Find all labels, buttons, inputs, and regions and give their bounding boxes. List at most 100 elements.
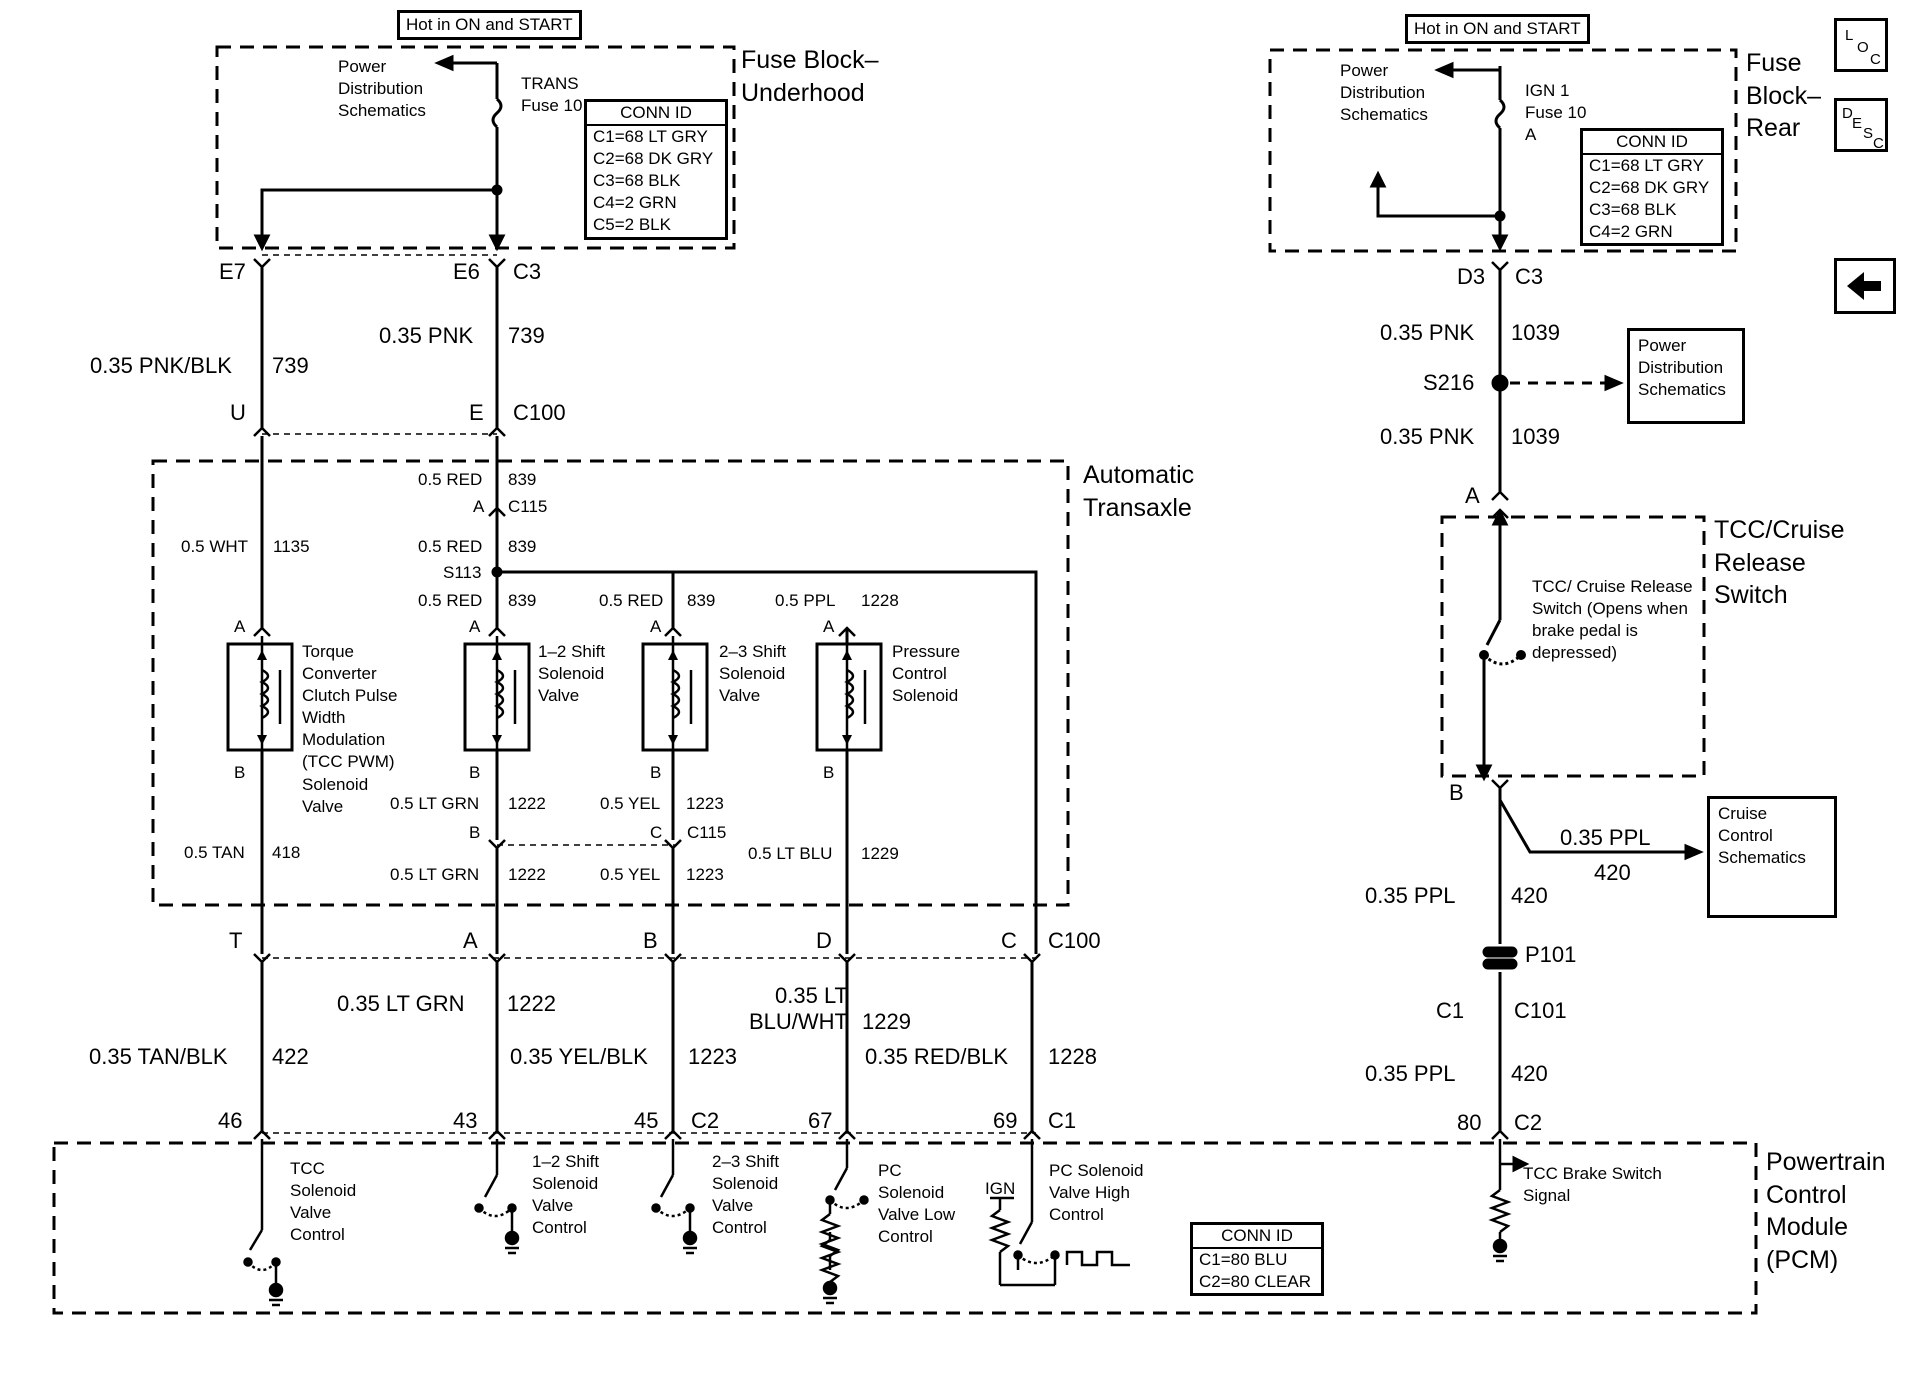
pin-e7: E7 (219, 259, 246, 284)
circuit-1228: 1228 (1048, 1044, 1097, 1069)
circuit-1039-a: 1039 (1511, 320, 1560, 345)
conn-id-row: C2=68 DK GRY (1589, 178, 1710, 198)
shift-23-solenoid-label: 2–3 Shift Solenoid Valve (719, 642, 787, 706)
pin-b-12shift: B (469, 763, 481, 782)
pin-b-c100: B (643, 928, 658, 953)
back-arrow-icon (1847, 272, 1881, 300)
connector-c115: C115 (508, 497, 548, 516)
pin-c1-c101: C1 (1436, 998, 1465, 1023)
loc-letter-o: O (1857, 39, 1869, 56)
hot-label-left: Hot in ON and START (397, 10, 582, 40)
wire-red-b: 0.5 RED (418, 537, 483, 556)
conn-id-table-pcm: CONN ID C1=80 BLU C2=80 CLEAR (1190, 1222, 1324, 1297)
circuit-1223: 1223 (688, 1044, 737, 1069)
fuse-block-underhood-label: Fuse Block– Underhood (741, 46, 879, 107)
connector-c115-lower: C115 (687, 823, 727, 842)
conn-id-row: C2=68 DK GRY (593, 149, 714, 169)
automatic-transaxle-label: Automatic Transaxle (1083, 461, 1195, 522)
wire-ppl-branch: 0.35 PPL (1560, 825, 1651, 850)
pin-e6: E6 (453, 259, 480, 284)
pin-e: E (469, 400, 484, 425)
pin-t: T (229, 928, 243, 953)
power-distribution-label-left: Power Distribution Schematics (338, 57, 426, 121)
circuit-739-a: 739 (272, 353, 309, 378)
connector-c100-upper: C100 (513, 400, 566, 425)
fuse-block-rear-label: Fuse Block– Rear (1746, 49, 1822, 142)
desc-button[interactable]: D E S C (1834, 98, 1888, 152)
pin-a-c115: A (473, 497, 485, 516)
conn-id-row: C1=68 LT GRY (593, 127, 708, 147)
circuit-839-b: 839 (508, 537, 537, 556)
conn-id-title: CONN ID (1583, 131, 1721, 156)
pin-d3: D3 (1457, 264, 1486, 289)
circuit-420-branch: 420 (1594, 860, 1631, 885)
circuit-739-b: 739 (508, 323, 545, 348)
conn-id-row: C3=68 BLK (1589, 200, 1677, 220)
automatic-transaxle-outline (151, 459, 1070, 907)
pin-d-c100: D (816, 928, 832, 953)
circuit-839-d: 839 (687, 591, 716, 610)
pin-a-23shift: A (650, 617, 662, 636)
pcm-connector-c2-right: C2 (1514, 1110, 1543, 1135)
conn-id-row: C2=80 CLEAR (1199, 1272, 1311, 1292)
pin-b-pc: B (823, 763, 835, 782)
pc-high-control-label: PC Solenoid Valve High Control (1049, 1161, 1144, 1225)
desc-letter-d: D (1842, 105, 1853, 122)
wire-ppl-b: 0.35 PPL (1365, 1061, 1456, 1086)
hot-label-right: Hot in ON and START (1405, 14, 1590, 44)
pc-low-control-label: PC Solenoid Valve Low Control (878, 1161, 956, 1247)
loc-button[interactable]: L O C (1834, 18, 1888, 72)
pcm-label: Powertrain Control Module (PCM) (1766, 1148, 1886, 1274)
conn-id-row: C4=2 GRN (1589, 222, 1673, 242)
conn-id-row: C1=80 BLU (1199, 1250, 1288, 1270)
shift-12-solenoid-label: 1–2 Shift Solenoid Valve (538, 642, 606, 706)
conn-id-row: C5=2 BLK (593, 215, 671, 235)
desc-letter-e: E (1852, 115, 1863, 132)
wire-red-c: 0.5 RED (418, 591, 483, 610)
circuit-1222-b: 1222 (508, 865, 546, 884)
shift-23-control-label: 2–3 Shift Solenoid Valve Control (712, 1152, 780, 1238)
splice-s216: S216 (1423, 370, 1475, 395)
circuit-839-a: 839 (508, 470, 537, 489)
wire-color-ltblu-wht: 0.35 LT BLU/WHT (749, 983, 848, 1035)
conn-id-row: C3=68 BLK (593, 171, 681, 191)
wire-color-tan-blk: 0.35 TAN/BLK (89, 1044, 228, 1069)
circuit-1223-b: 1223 (686, 865, 724, 884)
pcm-pin-46: 46 (218, 1108, 243, 1133)
pin-b-switch: B (1449, 780, 1464, 805)
wire-color-ltgrn: 0.35 LT GRN (337, 991, 465, 1016)
conn-id-table-rear: CONN ID C1=68 LT GRY C2=68 DK GRY C3=68 … (1580, 128, 1724, 247)
pcm-connector-c2: C2 (691, 1108, 720, 1133)
shift-12-control-label: 1–2 Shift Solenoid Valve Control (532, 1152, 600, 1238)
ign-label: IGN (985, 1179, 1016, 1198)
conn-id-table-underhood: CONN ID C1=68 LT GRY C2=68 DK GRY C3=68 … (584, 99, 728, 240)
connector-c100-lower: C100 (1048, 928, 1101, 953)
ign1-fuse-label: IGN 1 Fuse 10 A (1525, 81, 1587, 145)
wire-pnk-a: 0.35 PNK (1380, 320, 1475, 345)
circuit-1223-a: 1223 (686, 794, 724, 813)
wire-red-d: 0.5 RED (599, 591, 664, 610)
pin-u: U (230, 400, 246, 425)
pin-a-12shift: A (469, 617, 481, 636)
pin-b-23shift: B (650, 763, 662, 782)
conn-id-row: C1=68 LT GRY (1589, 156, 1704, 176)
wire-ppl-a: 0.35 PPL (1365, 883, 1456, 908)
power-distribution-label-right: Power Distribution Schematics (1340, 61, 1428, 125)
circuit-1229: 1229 (862, 1009, 911, 1034)
wire-yel-b: 0.5 YEL (600, 865, 661, 884)
pcm-pin-69: 69 (993, 1108, 1018, 1133)
conn-id-title: CONN ID (1193, 1225, 1321, 1250)
circuit-1229: 1229 (861, 844, 899, 863)
circuit-422: 422 (272, 1044, 309, 1069)
back-button[interactable] (1834, 258, 1896, 314)
circuit-420-b: 420 (1511, 1061, 1548, 1086)
circuit-418: 418 (272, 843, 301, 862)
wire-color-pnk-blk: 0.35 PNK/BLK (90, 353, 232, 378)
fuse-block-underhood-outline (215, 45, 736, 250)
conn-id-title: CONN ID (587, 102, 725, 127)
pin-c-c100: C (1001, 928, 1017, 953)
circuit-1228: 1228 (861, 591, 899, 610)
pin-b-c115: B (469, 823, 481, 842)
switch-description: TCC/ Cruise Release Switch (Opens when b… (1532, 577, 1693, 663)
